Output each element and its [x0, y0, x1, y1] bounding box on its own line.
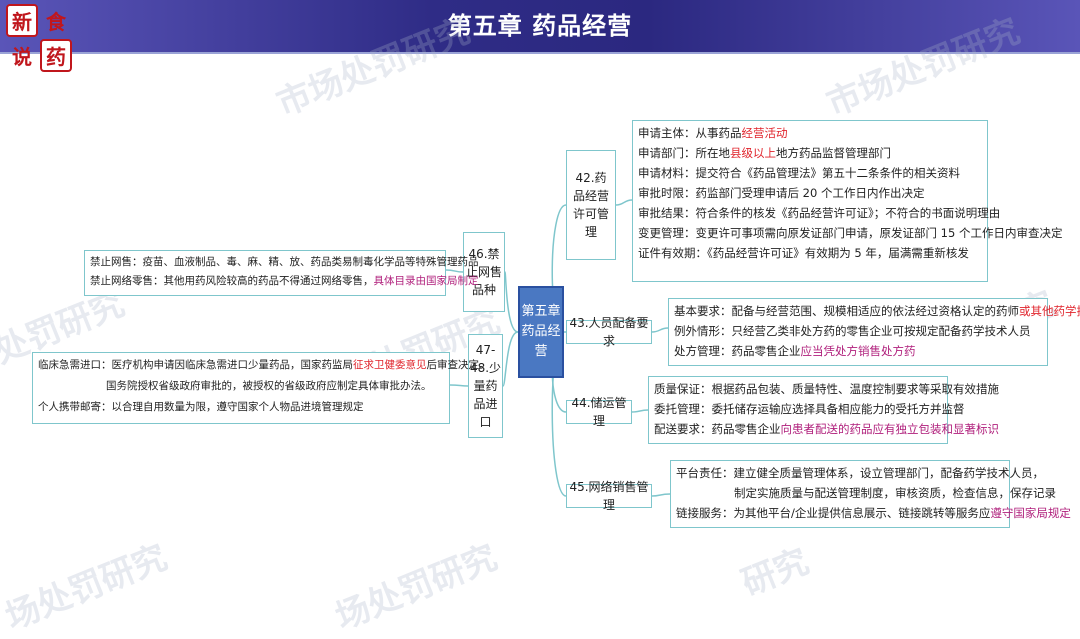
- row-label: 质量保证：: [654, 382, 712, 396]
- node-43-staffing: 43.人员配备要求: [566, 316, 652, 348]
- row-label: 禁止网络零售：: [90, 275, 164, 287]
- node-label: 47-48.少量药品进口: [469, 343, 502, 429]
- row-highlight: 县级以上: [730, 146, 776, 160]
- detail-box-46: 禁止网售：疫苗、血液制品、毒、麻、精、放、药品类易制毒化学品等特殊管理药品 禁止…: [84, 250, 479, 296]
- row-text: 国务院授权省级政府审批的，被授权的省级政府应制定具体审批办法。: [106, 380, 432, 392]
- detail-box-44: 质量保证：根据药品包装、质量特性、温度控制要求等采取有效措施 委托管理：委托储存…: [648, 376, 999, 444]
- row-highlight: 应当凭处方销售处方药: [800, 344, 916, 358]
- node-46-banned-online: 46.禁止网售品种: [463, 232, 505, 312]
- header-divider: [0, 52, 1080, 54]
- logo-char: 新: [6, 4, 38, 37]
- row-text: 《药品经营许可证》有效期为 5 年，届满需重新核发: [707, 246, 969, 260]
- detail-row: 制定实施质量与配送管理制度，审核资质，检查信息，保存记录: [676, 483, 1056, 503]
- row-text: 后审查决定。: [426, 359, 490, 371]
- row-label: 申请材料：: [638, 166, 696, 180]
- row-label: 委托管理：: [654, 402, 712, 416]
- row-text: 药品零售企业: [731, 344, 801, 358]
- node-label: 46.禁止网售品种: [466, 247, 503, 297]
- detail-row: 申请材料：提交符合《药品管理法》第五十二条条件的相关资料: [638, 163, 982, 183]
- row-text: 地方药品监督管理部门: [776, 146, 891, 160]
- header-bar: [0, 0, 1080, 52]
- node-label: 43.人员配备要求: [569, 316, 649, 348]
- row-text: 疫苗、血液制品、毒、麻、精、放、药品类易制毒化学品等特殊管理药品: [142, 256, 479, 268]
- detail-row: 基本要求：配备与经营范围、规模相适应的依法经过资格认定的药师或其他药学技术人员: [674, 301, 1080, 321]
- node-44-storage: 44.储运管理: [566, 396, 632, 428]
- node-42-license: 42.药品经营许可管理: [566, 150, 616, 260]
- detail-box-45: 平台责任：建立健全质量管理体系，设立管理部门，配备药学技术人员， 制定实施质量与…: [670, 460, 1071, 528]
- detail-row: 审批结果：符合条件的核发《药品经营许可证》；不符合的书面说明理由: [638, 203, 1000, 223]
- detail-row: 链接服务：为其他平台/企业提供信息展示、链接跳转等服务应遵守国家局规定: [676, 503, 1071, 523]
- row-label: 配送要求：: [654, 422, 712, 436]
- detail-row: 变更管理：变更许可事项需向原发证部门申请，原发证部门 15 个工作日内审查决定: [638, 223, 1062, 243]
- page-title: 第五章 药品经营: [447, 12, 633, 40]
- row-label: 证件有效期：: [638, 246, 707, 260]
- row-text: 变更许可事项需向原发证部门申请，原发证部门 15 个工作日内审查决定: [695, 226, 1063, 240]
- detail-row: 委托管理：委托储存运输应选择具备相应能力的受托方并监督: [654, 399, 965, 419]
- node-45-online-sales: 45.网络销售管理: [566, 480, 652, 512]
- detail-row: 证件有效期：《药品经营许可证》有效期为 5 年，届满需重新核发: [638, 243, 982, 263]
- detail-box-43: 基本要求：配备与经营范围、规模相适应的依法经过资格认定的药师或其他药学技术人员 …: [668, 298, 1080, 366]
- node-label: 44.储运管理: [571, 396, 627, 428]
- row-text: 符合条件的核发《药品经营许可证》；不符合的书面说明理由: [695, 206, 1001, 220]
- detail-row: 审批时限：药监部门受理申请后 20 个工作日内作出决定: [638, 183, 982, 203]
- row-text: 提交符合《药品管理法》第五十二条条件的相关资料: [695, 166, 961, 180]
- detail-row: 例外情形：只经营乙类非处方药的零售企业可按规定配备药学技术人员: [674, 321, 1042, 341]
- row-highlight: 遵守国家局规定: [990, 506, 1071, 520]
- detail-box-42: 申请主体：从事药品经营活动 申请部门：所在地县级以上地方药品监督管理部门 申请材…: [632, 120, 1062, 282]
- node-label: 45.网络销售管理: [569, 480, 649, 512]
- row-highlight: 经营活动: [741, 126, 788, 140]
- row-text: 医疗机构申请因临床急需进口少量药品，国家药监局: [111, 359, 354, 371]
- row-highlight: 征求卫健委意见: [353, 359, 427, 371]
- detail-row: 禁止网络零售：其他用药风险较高的药品不得通过网络零售，具体目录由国家局制定: [90, 272, 479, 291]
- detail-row: 禁止网售：疫苗、血液制品、毒、麻、精、放、药品类易制毒化学品等特殊管理药品: [90, 253, 479, 272]
- row-label: 例外情形：: [674, 324, 732, 338]
- row-text: 建立健全质量管理体系，设立管理部门，配备药学技术人员，: [733, 466, 1045, 480]
- row-highlight: 具体目录由国家局制定: [373, 275, 479, 287]
- row-text: 配备与经营范围、规模相适应的依法经过资格认定的药师: [731, 304, 1020, 318]
- logo-char: 食: [46, 10, 66, 34]
- logo-char: 药: [40, 39, 72, 72]
- row-text: 为其他平台/企业提供信息展示、链接跳转等服务应: [733, 506, 991, 520]
- detail-row: 平台责任：建立健全质量管理体系，设立管理部门，配备药学技术人员，: [676, 463, 1044, 483]
- row-label: 处方管理：: [674, 344, 732, 358]
- detail-box-47: 临床急需进口：医疗机构申请因临床急需进口少量药品，国家药监局征求卫健委意见后审查…: [32, 352, 490, 424]
- row-label: 平台责任：: [676, 466, 734, 480]
- row-label: 链接服务：: [676, 506, 734, 520]
- row-label: 审批时限：: [638, 186, 696, 200]
- row-text: 药品零售企业: [711, 422, 781, 436]
- row-label: 禁止网售：: [90, 256, 143, 268]
- row-text: 委托储存运输应选择具备相应能力的受托方并监督: [711, 402, 965, 416]
- detail-row: 配送要求：药品零售企业向患者配送的药品应有独立包装和显著标识: [654, 419, 999, 439]
- row-text: 其他用药风险较高的药品不得通过网络零售，: [163, 275, 374, 287]
- detail-row: 个人携带邮寄：以合理自用数量为限，遵守国家个人物品进境管理规定: [38, 397, 444, 418]
- row-label: 基本要求：: [674, 304, 732, 318]
- row-label: 变更管理：: [638, 226, 696, 240]
- row-highlight: 向患者配送的药品应有独立包装和显著标识: [780, 422, 1000, 436]
- row-text: 从事药品: [695, 126, 742, 140]
- brand-logo: 新 食 说 药: [6, 4, 72, 72]
- row-highlight: 或其他药学技术人员: [1019, 304, 1080, 318]
- detail-row: 质量保证：根据药品包装、质量特性、温度控制要求等采取有效措施: [654, 379, 999, 399]
- logo-char: 说: [12, 45, 32, 69]
- center-label: 第五章药品经营: [521, 304, 561, 359]
- detail-row: 申请主体：从事药品经营活动: [638, 123, 982, 143]
- row-label: 临床急需进口：: [38, 359, 112, 371]
- center-node: 第五章药品经营: [518, 286, 564, 378]
- row-text: 根据药品包装、质量特性、温度控制要求等采取有效措施: [711, 382, 1000, 396]
- detail-row: 临床急需进口：医疗机构申请因临床急需进口少量药品，国家药监局征求卫健委意见后审查…: [38, 355, 490, 376]
- detail-row: 处方管理：药品零售企业应当凭处方销售处方药: [674, 341, 1042, 361]
- row-text: 以合理自用数量为限，遵守国家个人物品进境管理规定: [111, 401, 364, 413]
- detail-row: 申请部门：所在地县级以上地方药品监督管理部门: [638, 143, 982, 163]
- row-text: 所在地: [695, 146, 731, 160]
- row-text: 只经营乙类非处方药的零售企业可按规定配备药学技术人员: [731, 324, 1031, 338]
- node-label: 42.药品经营许可管理: [572, 171, 609, 239]
- row-text: 药监部门受理申请后 20 个工作日内作出决定: [695, 186, 925, 200]
- row-label: 个人携带邮寄：: [38, 401, 112, 413]
- row-label: 审批结果：: [638, 206, 696, 220]
- row-label: 申请部门：: [638, 146, 696, 160]
- row-text: 制定实施质量与配送管理制度，审核资质，检查信息，保存记录: [734, 486, 1056, 500]
- node-47-48-import: 47-48.少量药品进口: [468, 334, 503, 438]
- row-label: 申请主体：: [638, 126, 696, 140]
- detail-row: 国务院授权省级政府审批的，被授权的省级政府应制定具体审批办法。: [38, 376, 444, 397]
